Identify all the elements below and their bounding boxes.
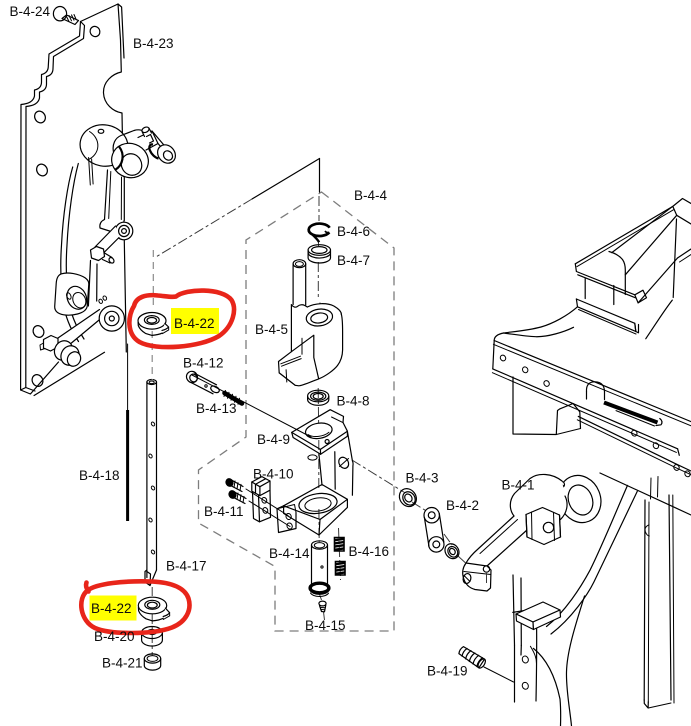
svg-text:B-4-15: B-4-15 <box>305 618 346 633</box>
svg-text:B-4-2: B-4-2 <box>446 498 479 513</box>
svg-text:B-4-10: B-4-10 <box>253 467 294 482</box>
svg-text:B-4-16: B-4-16 <box>349 544 390 559</box>
svg-text:B-4-20: B-4-20 <box>94 629 135 644</box>
svg-text:B-4-5: B-4-5 <box>255 322 288 337</box>
svg-text:B-4-8: B-4-8 <box>337 394 370 409</box>
svg-text:B-4-22: B-4-22 <box>174 316 215 331</box>
svg-text:B-4-18: B-4-18 <box>79 468 120 483</box>
svg-text:B-4-7: B-4-7 <box>337 253 370 268</box>
svg-text:B-4-24: B-4-24 <box>10 4 51 19</box>
svg-text:B-4-21: B-4-21 <box>102 656 143 671</box>
svg-text:B-4-13: B-4-13 <box>196 401 237 416</box>
svg-text:B-4-4: B-4-4 <box>354 188 388 203</box>
svg-text:B-4-22: B-4-22 <box>91 601 132 616</box>
svg-text:B-4-11: B-4-11 <box>204 504 244 519</box>
svg-text:B-4-9: B-4-9 <box>257 432 290 447</box>
svg-text:B-4-17: B-4-17 <box>166 559 207 574</box>
svg-text:B-4-6: B-4-6 <box>337 224 370 239</box>
svg-text:B-4-19: B-4-19 <box>427 664 468 679</box>
svg-text:B-4-3: B-4-3 <box>406 471 439 486</box>
svg-text:B-4-12: B-4-12 <box>183 356 224 371</box>
svg-text:B-4-23: B-4-23 <box>133 36 174 51</box>
svg-text:B-4-1: B-4-1 <box>502 478 535 493</box>
svg-text:B-4-14: B-4-14 <box>269 546 310 561</box>
